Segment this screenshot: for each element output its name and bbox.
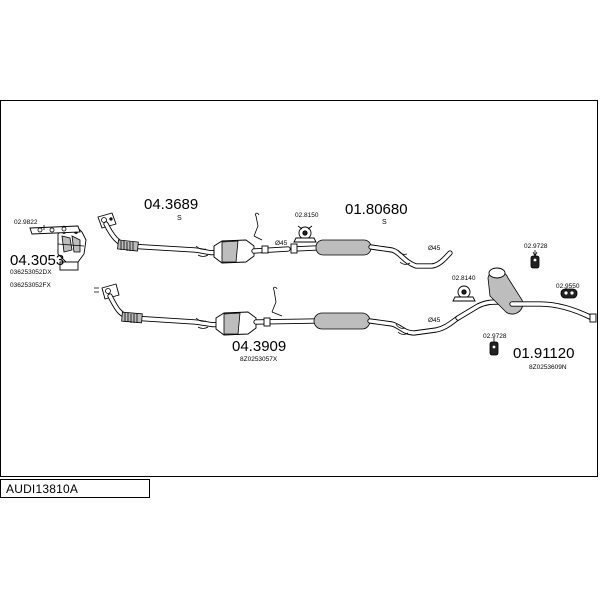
diagram-title: AUDI13810A: [6, 482, 79, 496]
part-number-04-3053: 04.3053: [10, 252, 64, 269]
part-number-01-80680: 01.80680: [345, 201, 408, 218]
lower-o2-sensor-bracket: [271, 286, 283, 317]
hanger-02-9550[interactable]: [560, 288, 578, 299]
label-02-8150: 02.8150: [295, 212, 319, 219]
label-s-upper-left: S: [177, 215, 182, 222]
clamp-02-8140[interactable]: [452, 285, 476, 302]
title-box: AUDI13810A: [0, 479, 150, 498]
rear-silencer[interactable]: [455, 267, 597, 323]
label-8z0253609n: 8Z0253609N: [529, 364, 567, 371]
part-number-01-91120: 01.91120: [513, 345, 574, 362]
label-diameter-45-c: Ø45: [428, 317, 441, 324]
label-02-9822: 02.9822: [14, 219, 38, 226]
upper-o2-sensor-bracket: [253, 212, 263, 241]
hanger-02-9728-top[interactable]: [530, 251, 540, 269]
lower-middle-silencer[interactable]: [313, 312, 461, 336]
label-s-upper-right: S: [382, 219, 387, 226]
label-02-9550: 02.9550: [556, 283, 580, 290]
upper-front-pipe[interactable]: [97, 212, 221, 257]
gasket-02-9822[interactable]: [29, 225, 81, 235]
part-number-04-3689: 04.3689: [144, 196, 198, 213]
lower-catalytic-converter[interactable]: [215, 311, 319, 336]
leader-lines: [43, 225, 567, 342]
label-diameter-45-b: Ø45: [428, 245, 441, 252]
upper-catalytic-converter[interactable]: [213, 239, 291, 264]
label-02-9728-top: 02.9728: [524, 243, 548, 250]
hanger-02-8150[interactable]: [293, 225, 317, 243]
label-diameter-45-a: Ø45: [275, 240, 288, 247]
lower-front-pipe[interactable]: [94, 283, 223, 329]
label-036253052dx: 036253052DX: [10, 269, 52, 276]
label-8z0253057x: 8Z0253057X: [240, 356, 278, 363]
label-02-9728-bottom: 02.9728: [483, 333, 507, 340]
hanger-02-9728-bottom[interactable]: [489, 341, 499, 356]
label-036253052fx: 036253052FX: [10, 282, 52, 289]
upper-middle-silencer[interactable]: [290, 239, 453, 269]
part-number-04-3909: 04.3909: [232, 338, 286, 355]
label-02-8140: 02.8140: [452, 275, 476, 282]
